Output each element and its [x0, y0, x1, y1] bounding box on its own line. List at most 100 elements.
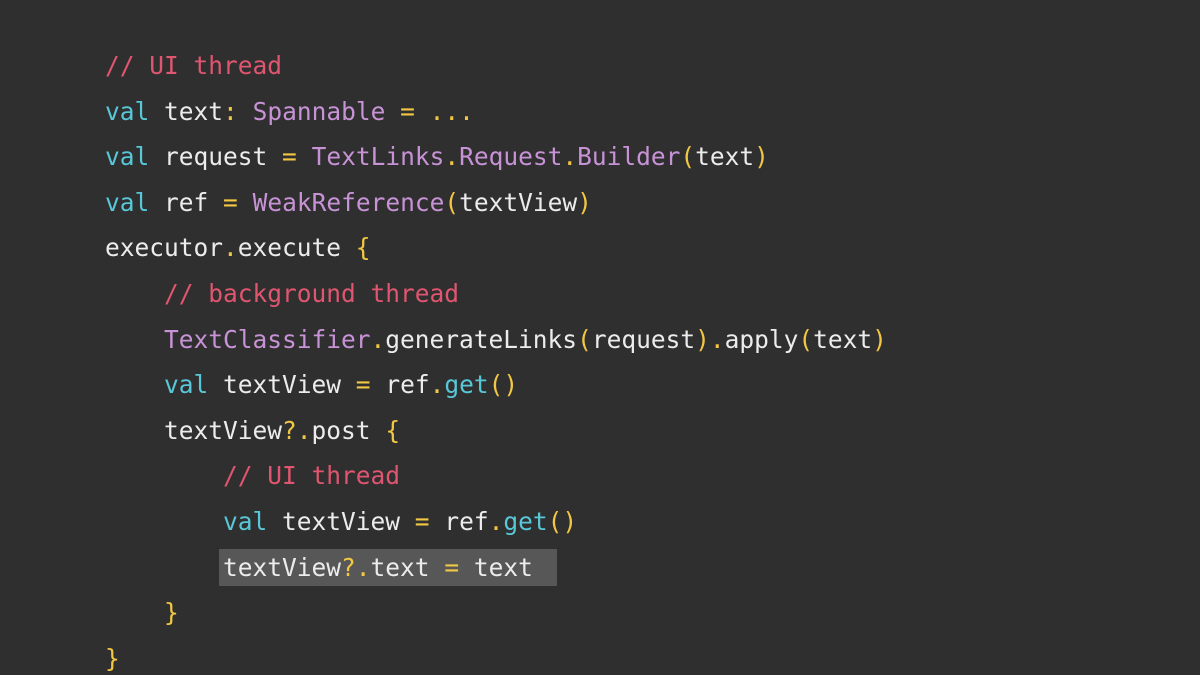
- code-content: val ref = WeakReference(textView): [105, 188, 592, 217]
- code-token-operator: :: [223, 96, 238, 126]
- code-line: // UI thread: [105, 453, 887, 499]
- code-line: }: [105, 590, 887, 636]
- code-token-keyword: val: [223, 506, 268, 536]
- code-token-default: ref: [429, 506, 489, 536]
- code-token-keyword: val: [105, 142, 150, 172]
- code-token-keyword: val: [105, 96, 150, 126]
- code-line: val request = TextLinks.Request.Builder(…: [105, 134, 887, 180]
- code-line: textView?.text = text: [105, 545, 887, 591]
- code-token-operator: .: [429, 370, 445, 400]
- code-token-default: text: [459, 552, 533, 582]
- code-token-default: text: [149, 96, 224, 126]
- code-content: // UI thread: [223, 461, 400, 490]
- code-content: TextClassifier.generateLinks(request).ap…: [164, 325, 887, 354]
- code-line: val text: Spannable = ...: [105, 89, 887, 135]
- code-line: textView?.post {: [105, 408, 887, 454]
- code-token-operator: (: [444, 187, 460, 217]
- code-token-type: WeakReference: [252, 187, 445, 217]
- code-token-operator: .: [370, 324, 386, 354]
- code-token-call: get: [444, 370, 489, 400]
- code-token-type: TextLinks: [311, 142, 445, 172]
- code-line: TextClassifier.generateLinks(request).ap…: [105, 317, 887, 363]
- code-token-keyword: val: [105, 187, 150, 217]
- code-token-default: apply: [724, 324, 799, 354]
- code-indent: [105, 325, 164, 354]
- code-indent: [105, 461, 223, 490]
- code-token-comment: // background thread: [164, 278, 460, 308]
- code-indent: [105, 416, 164, 445]
- code-token-keyword: val: [164, 370, 209, 400]
- code-token-operator: (: [680, 142, 696, 172]
- code-line: }: [105, 636, 887, 675]
- code-token-operator: ): [577, 187, 592, 217]
- code-token-call: get: [503, 506, 548, 536]
- code-token-operator: (: [577, 324, 592, 354]
- code-line: val textView = ref.get(): [105, 362, 887, 408]
- code-content: textView?.post {: [164, 416, 400, 445]
- code-token-operator: (): [488, 370, 519, 400]
- code-token-default: execute: [237, 233, 356, 263]
- code-token-operator: ): [872, 324, 887, 354]
- code-token-operator: {: [355, 233, 371, 263]
- code-token-default: ref: [370, 370, 430, 400]
- code-token-default: text: [813, 324, 873, 354]
- code-token-default: ref: [149, 187, 224, 217]
- code-token-comment: // UI thread: [223, 461, 401, 491]
- code-token-type: TextClassifier: [164, 324, 371, 354]
- code-token-default: [385, 97, 400, 126]
- code-token-default: [238, 188, 253, 217]
- code-token-operator: =: [355, 370, 371, 400]
- highlighted-code: textView?.text = text: [219, 548, 557, 586]
- code-token-default: textView: [164, 415, 283, 445]
- code-token-default: post: [311, 415, 386, 445]
- code-token-type: Request: [459, 142, 563, 172]
- code-token-operator: =: [414, 506, 430, 536]
- code-token-operator: =: [444, 552, 460, 582]
- code-token-default: text: [370, 552, 445, 582]
- code-content: // background thread: [164, 279, 459, 308]
- code-token-operator: ?.: [341, 552, 371, 582]
- code-token-operator: ?.: [282, 415, 312, 445]
- code-token-operator: {: [385, 415, 401, 445]
- code-token-default: textView: [459, 187, 578, 217]
- code-token-operator: ): [695, 324, 710, 354]
- code-indent: [105, 507, 223, 536]
- code-token-operator: =: [400, 96, 415, 126]
- code-token-default: request: [149, 142, 283, 172]
- code-token-operator: ): [754, 142, 769, 172]
- code-token-operator: }: [105, 643, 120, 673]
- code-token-default: request: [591, 324, 696, 354]
- code-token-operator: .: [223, 233, 238, 263]
- code-token-default: text: [695, 142, 755, 172]
- code-token-default: [238, 97, 253, 126]
- code-indent: [105, 553, 223, 582]
- code-content: val textView = ref.get(): [223, 507, 577, 536]
- code-content: }: [164, 598, 179, 627]
- code-token-operator: .: [488, 506, 504, 536]
- code-content: val request = TextLinks.Request.Builder(…: [105, 142, 769, 171]
- code-token-operator: (): [547, 506, 578, 536]
- code-line: val textView = ref.get(): [105, 499, 887, 545]
- code-token-default: [297, 142, 312, 171]
- code-content: val textView = ref.get(): [164, 370, 518, 399]
- code-content: // UI thread: [105, 51, 282, 80]
- code-indent: [105, 279, 164, 308]
- code-token-type: Builder: [577, 142, 681, 172]
- code-token-operator: .: [562, 142, 578, 172]
- code-indent: [105, 598, 164, 627]
- code-token-operator: =: [223, 187, 238, 217]
- code-token-operator: ...: [429, 96, 474, 126]
- code-token-default: executor: [105, 233, 224, 263]
- code-token-default: generateLinks: [385, 324, 578, 354]
- code-token-comment: // UI thread: [105, 51, 283, 80]
- code-token-type: Spannable: [252, 96, 386, 126]
- code-token-operator: }: [164, 598, 179, 628]
- code-token-operator: (: [798, 324, 814, 354]
- code-line: // background thread: [105, 271, 887, 317]
- code-token-default: textView: [267, 506, 415, 536]
- code-content: executor.execute {: [105, 233, 371, 262]
- code-content: val text: Spannable = ...: [105, 97, 474, 126]
- code-line: val ref = WeakReference(textView): [105, 180, 887, 226]
